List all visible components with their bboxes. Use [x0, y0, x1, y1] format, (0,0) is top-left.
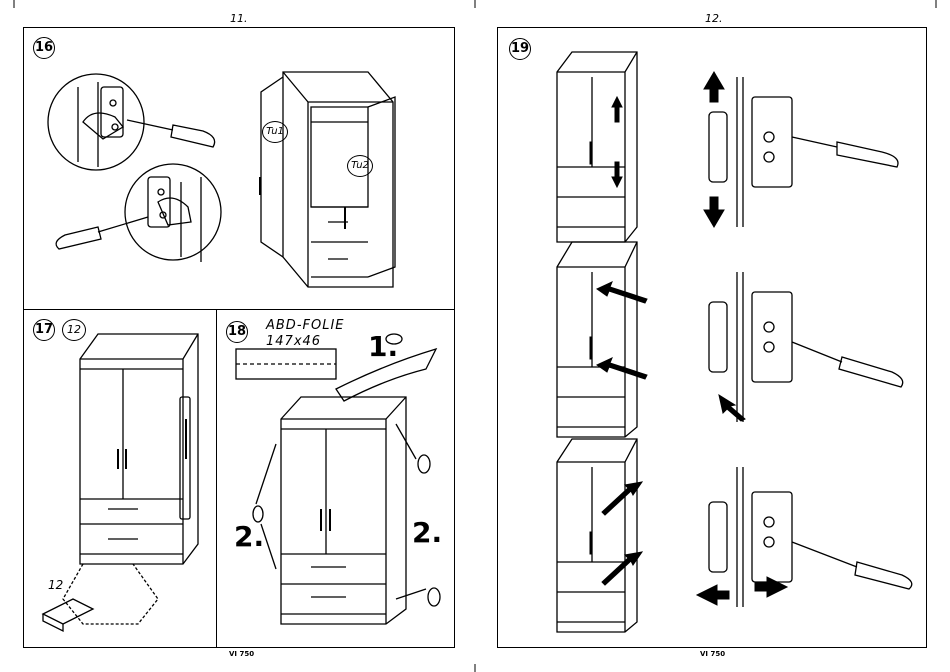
step-16-illustration: [23, 27, 455, 307]
right-page-number: 12.: [705, 12, 723, 25]
hinge-detail-2: [709, 272, 903, 422]
right-page-footer: VI 750: [700, 650, 725, 658]
hinge-zoom-circle-bottom: [125, 164, 221, 260]
left-page-number: 11.: [230, 12, 248, 25]
wardrobe-adjust-horizontal: [557, 439, 637, 632]
step-17-count-label: 12: [48, 578, 63, 592]
door-label-tu1: Tu1: [262, 121, 288, 143]
step-18-illustration: [216, 309, 448, 639]
wardrobe-adjust-depth: [557, 242, 637, 437]
hinge-detail-1: [709, 77, 898, 227]
left-page-footer: VI 750: [229, 650, 254, 658]
hinge-zoom-circle-top: [48, 74, 144, 170]
wardrobe-adjust-vertical: [557, 52, 637, 242]
door-label-tu2: Tu2: [347, 155, 373, 177]
step-19-illustration: [497, 27, 927, 648]
hinge-detail-3: [709, 467, 912, 607]
